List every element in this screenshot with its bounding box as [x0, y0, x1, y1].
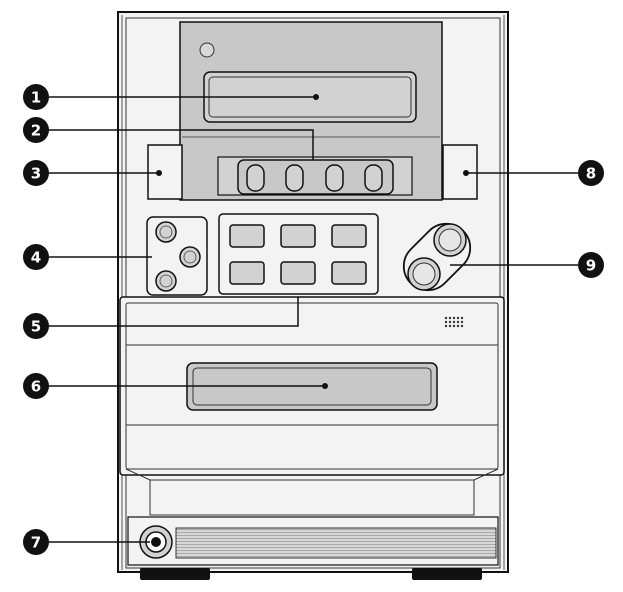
callout-8: 8	[578, 160, 604, 186]
callout-9: 9	[578, 252, 604, 278]
feet	[140, 568, 482, 580]
leader-lines	[48, 96, 578, 543]
left-side-panel	[147, 144, 183, 200]
callout-2-label: 2	[31, 122, 41, 140]
callout-1-label: 1	[31, 89, 41, 107]
callout-7-label: 7	[31, 534, 41, 552]
callout-1: 1	[23, 84, 49, 110]
callout-2: 2	[23, 117, 49, 143]
callout-5: 5	[23, 313, 49, 339]
callout-5-label: 5	[31, 318, 41, 336]
lower-base	[127, 480, 499, 566]
right-side-panel	[442, 144, 478, 200]
speaker-grille-dots	[444, 316, 464, 328]
cd-operation-buttons	[217, 156, 413, 196]
function-button-grid	[218, 213, 379, 295]
callout-3-label: 3	[31, 165, 41, 183]
callout-7: 7	[23, 529, 49, 555]
round-button-group	[146, 216, 208, 296]
callout-6: 6	[23, 373, 49, 399]
callout-9-label: 9	[586, 257, 596, 275]
callout-8-label: 8	[586, 165, 596, 183]
volume-knob-group	[402, 222, 472, 292]
callout-4-label: 4	[31, 249, 41, 267]
callout-6-label: 6	[31, 378, 41, 396]
callout-4: 4	[23, 244, 49, 270]
headphone-jack	[139, 525, 173, 559]
callout-3: 3	[23, 160, 49, 186]
